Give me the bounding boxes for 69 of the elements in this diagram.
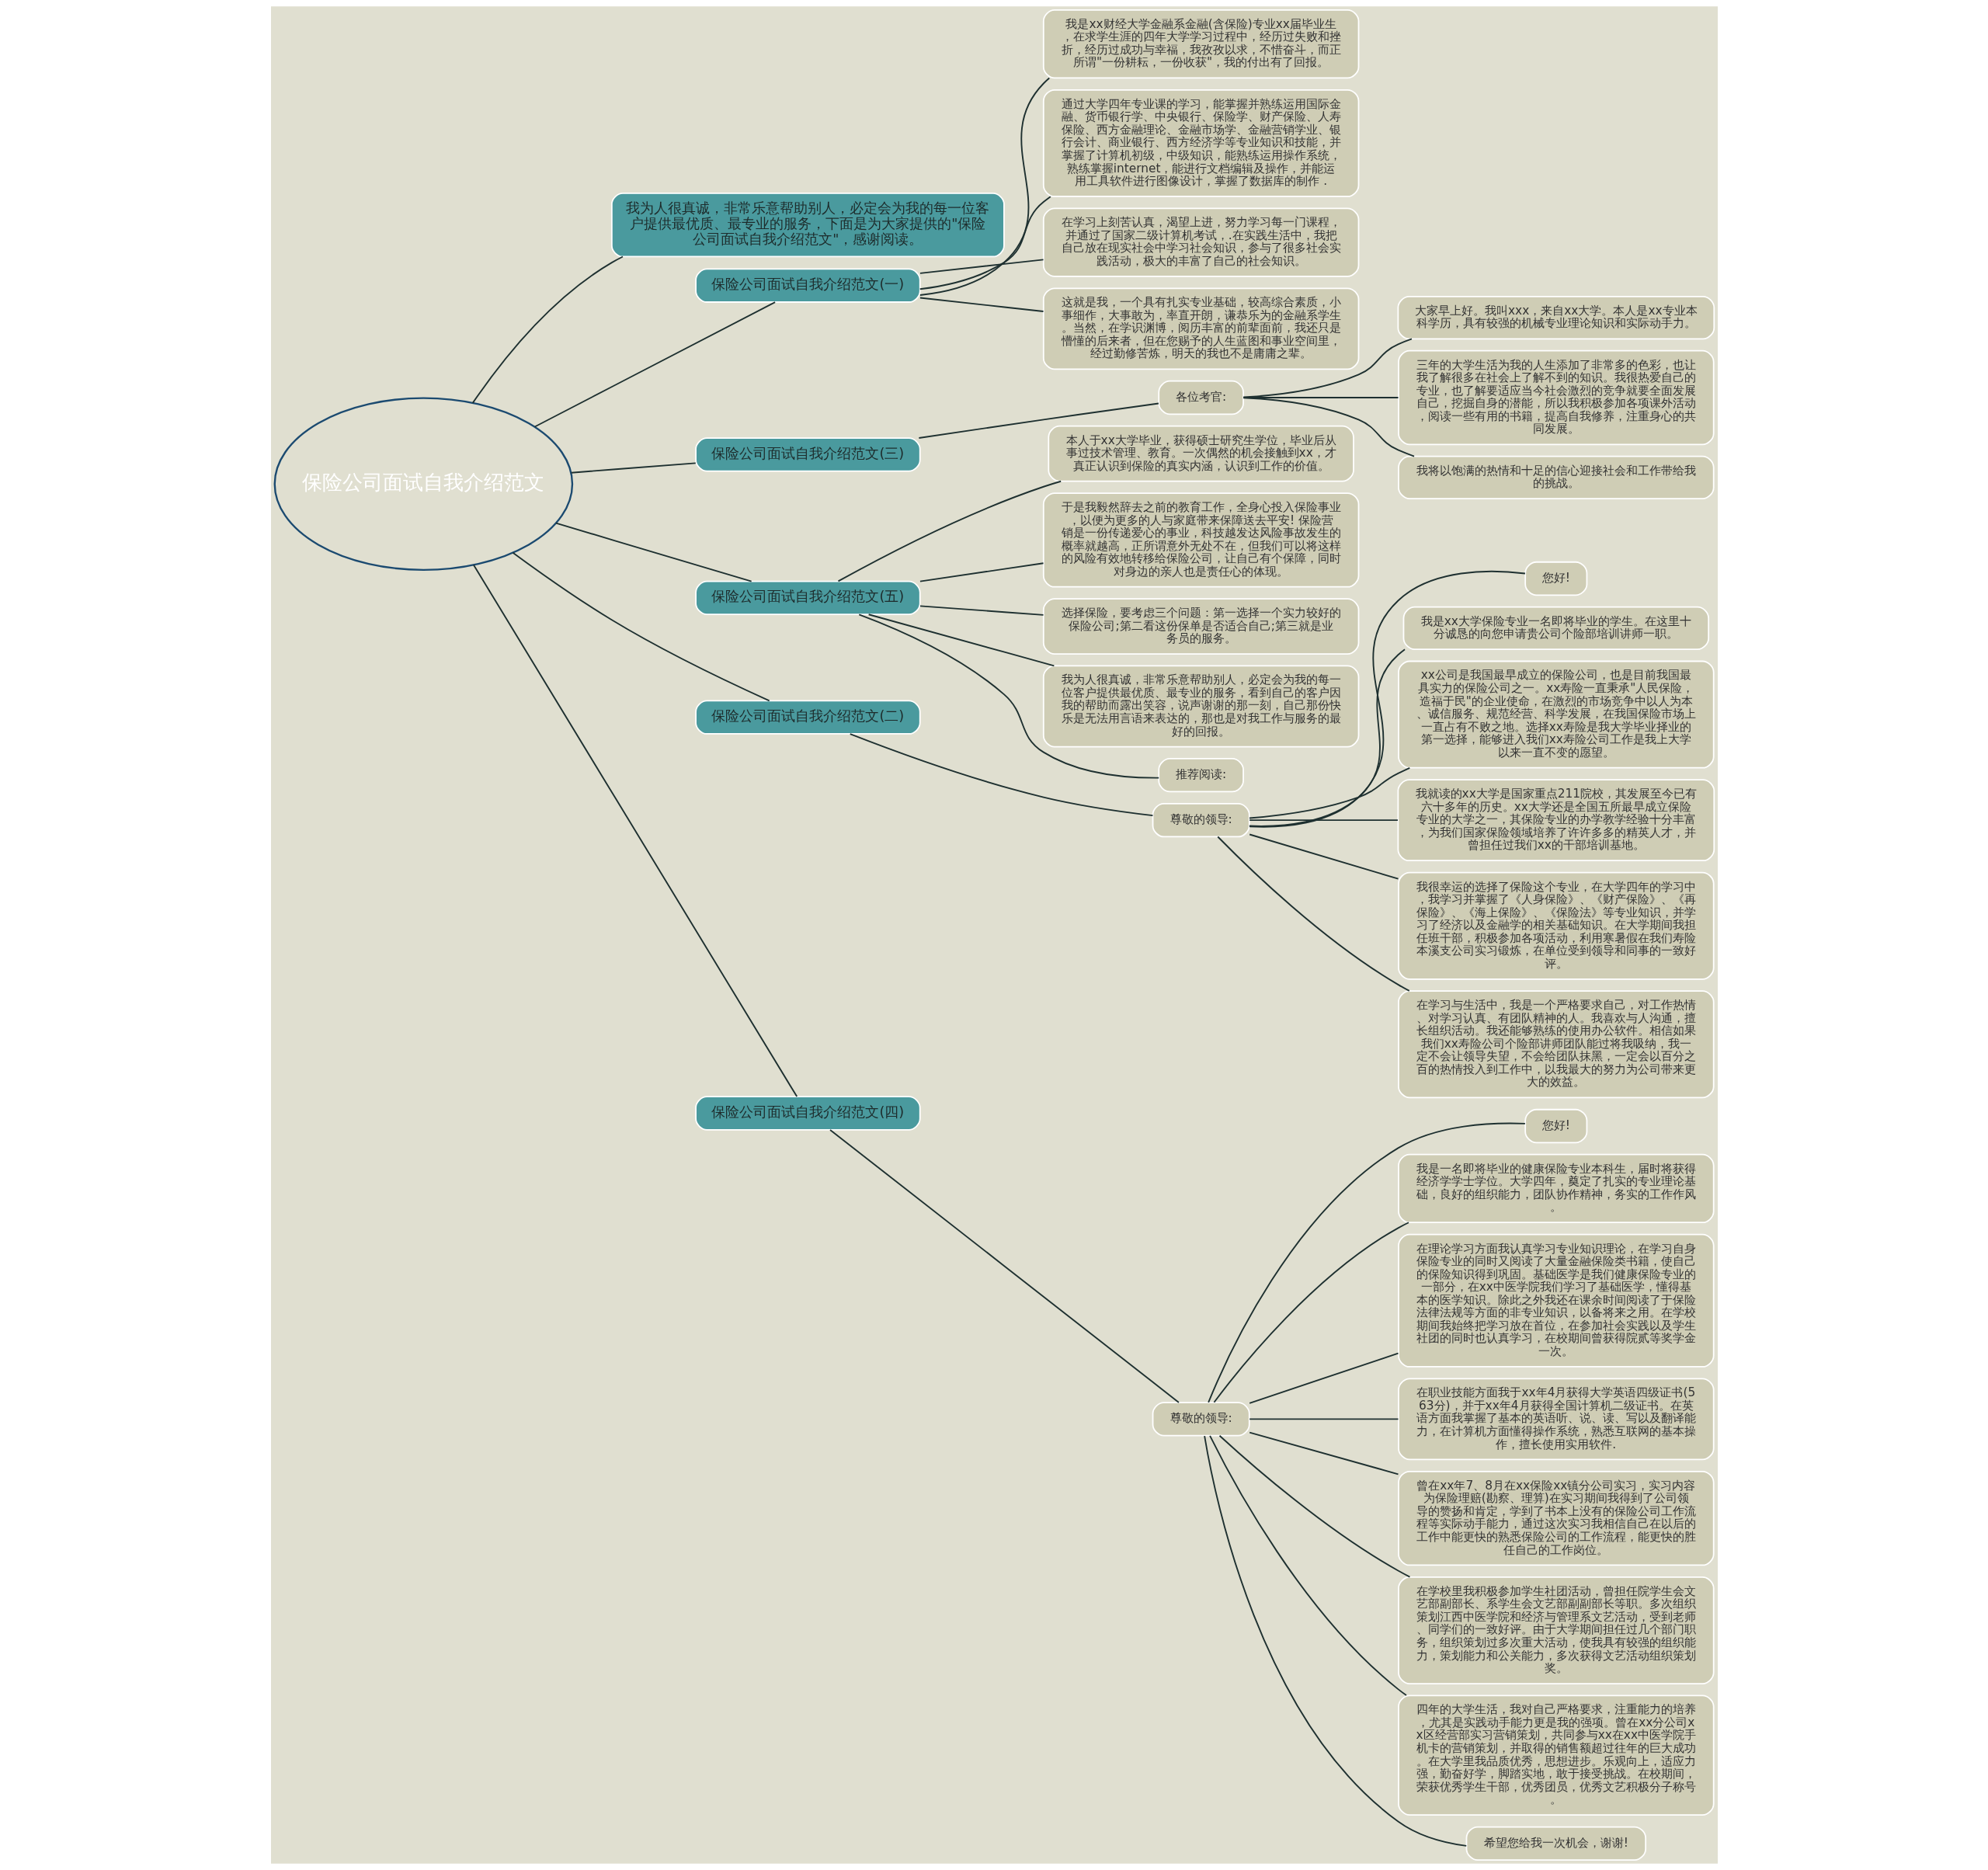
connector — [1208, 1434, 1407, 1696]
node-box: 在职业技能方面我于xx年4月获得大学英语四级证书(563分)，并于xx年4月获得全国计算机二级证书。在英语方面我掌握了基本的英语听、说、读、写以及翻译能力，在计算机方面懂得操作系统，熟悉互联网的基本操作，擅长使用实用软件. — [1397, 1378, 1715, 1461]
node-box: 我很幸运的选择了保险这个专业，在大学四年的学习中，我学习并掌握了《人身保险》、《财产保险》、《再保险》、《海上保险》、《保险法》等专业知识，并学习了经济以及金融学的相关基础知识。在大学期间我担任班干部，积极参加各项活动，利用寒暑假在我们寿险本溪支公司实习锻炼，在单位受到领导和同事的一致好评。 — [1397, 871, 1715, 980]
node-box: 保险公司面试自我介绍范文(三) — [694, 437, 921, 472]
node-box: 我为人很真诚，非常乐意帮助别人，必定会为我的每一位客户提供最优质、最专业的服务，下面是为大家提供的"保险公司面试自我介绍范文"，感谢阅读。 — [610, 192, 1005, 258]
connector — [1248, 819, 1399, 822]
node-box: 通过大学四年专业课的学习，能掌握并熟练运用国际金融、货币银行学、中央银行、保险学、财产保险、人寿保险、西方金融理论、金融市场学、金融营销学业、银行会计、商业银行、西方经济学等专业知识和技能，并掌握了计算机初级，中级知识，能熟练运用操作系统，熟练掌握internet，能进行文档编辑及操作，并能运用工具软件进行图像设计，掌握了数据库的制作 . — [1042, 89, 1359, 197]
connector — [919, 77, 1050, 296]
connector — [1242, 338, 1413, 398]
connector — [919, 196, 1051, 290]
connector — [1248, 1418, 1399, 1420]
node-box: 本人于xx大学毕业，获得硕士研究生学位，毕业后从事过技术管理、教育。一次偶然的机会接触到xx，才真正认识到保险的真实内涵，认识到工作的价值。 — [1047, 425, 1354, 482]
connector — [1218, 1434, 1410, 1578]
node-box: 在理论学习方面我认真学习专业知识理论，在学习自身保险专业的同时又阅读了大量金融保险类书籍，使自己的保险知识得到巩固。基础医学是我们健康保险专业的一部分，在xx中医学院我们学习了基础医学，懂得基本的医学知识。除此之外我还在课余时间阅读了于保险法律法规等方面的非专业知识，以备将来之用。在学校期间我始终把学习放在首位，在参加社会实践以及学生社团的同时也认真学习，在校期间曾获得院贰等奖学金一次。 — [1397, 1233, 1715, 1368]
connector — [837, 480, 1062, 582]
node-box: 尊敬的领导: — [1152, 802, 1250, 838]
node-box: 大家早上好。我叫xxx，来自xx大学。本人是xx专业本科学历，具有较强的机械专业理论知识和实际动手力。 — [1397, 296, 1715, 340]
node-box: 三年的大学生活为我的人生添加了非常多的色彩，也让我了解很多在社会上了解不到的知识。我很热爱自己的专业，也了解要适应当今社会激烈的竞争就要全面发展自己，挖掘自身的潜能，所以我积极参加各项课外活动，阅读一些有用的书籍，提高自我修养，注重身心的共同发展。 — [1397, 349, 1715, 446]
node-box: 我就读的xx大学是国家重点211院校，其发展至今已有六十多年的历史。xx大学还是全国五所最早成立保险专业的大学之一，其保险专业的办学教学经验十分丰富，为我们国家保险领域培养了许许多多的精英人才，并曾担任过我们xx的干部培训基地。 — [1397, 779, 1715, 862]
connector — [1248, 570, 1526, 828]
node-box: xx公司是我国最早成立的保险公司，也是目前我国最具实力的保险公司之一。xx寿险一直秉承"人民保险，造福于民"的企业使命，在激烈的市场竞争中以人为本、诚信服务、规范经营、科学发展，在我国保险市场上一直占有不败之地。选择xx寿险是我大学毕业择业的第一选择，能够进入我们xx寿险公司工作是我上大学以来一直不变的愿望。 — [1397, 660, 1715, 769]
connector — [1242, 397, 1415, 457]
connector — [919, 259, 1044, 274]
node-box: 我将以饱满的热情和十足的信心迎接社会和工作带给我的挑战。 — [1397, 455, 1715, 500]
connector — [471, 255, 624, 404]
node-box: 您好! — [1524, 1108, 1587, 1144]
node-box: 选择保险，要考虑三个问题：第一选择一个实力较好的保险公司;第二看这份保单是否适合自己;第三就是业务员的服务。 — [1042, 598, 1359, 655]
node-box: 保险公司面试自我介绍范文(四) — [694, 1096, 921, 1131]
connector — [554, 522, 752, 582]
connector — [1213, 1222, 1409, 1403]
connector — [919, 297, 1044, 312]
connector — [1203, 1435, 1467, 1847]
connector — [472, 564, 798, 1098]
node-box: 保险公司面试自我介绍范文(五) — [694, 580, 921, 616]
connector — [917, 402, 1159, 439]
connector — [570, 462, 697, 474]
node-box: 四年的大学生活，我对自己严格要求，注重能力的培养，尤其是实践动手能力更是我的强项。曾在xx分公司xx区经营部实习营销策划，共同参与xx在xx中医学院手机卡的营销策划，并取得的销售额超过往年的巨大成功。在大学里我品质优秀，思想进步。乐观向上，适应力强，勤奋好学，脚踏实地，敢于接受挑战。在校期间，荣获优秀学生干部，优秀团员，优秀文艺积极分子称号。 — [1397, 1694, 1715, 1816]
node-box: 在学习与生活中，我是一个严格要求自己，对工作热情、对学习认真、有团队精神的人。我喜欢与人沟通，擅长组织活动。我还能够熟练的使用办公软件。相信如果我们xx寿险公司个险部讲师团队能过将我吸纳，我一定不会让领导失望，不会给团队抹黑，一定会以百分之百的热情投入到工作中，以我最大的努力为公司带来更大的效益。 — [1397, 990, 1715, 1099]
node-box: 在学校里我积极参加学生社团活动，曾担任院学生会文艺部副部长、系学生会文艺部副副部长等职。多次组织策划江西中医学院和经济与管理系文艺活动，受到老师、同学们的一致好评。由于大学期间担任过几个部门职务，组织策划过多次重大活动，使我具有较强的组织能力，策划能力和公关能力，多次获得文艺活动组织策划奖。 — [1397, 1576, 1715, 1684]
connector — [1207, 1122, 1526, 1403]
connector — [1216, 836, 1410, 992]
node-box: 尊敬的领导: — [1152, 1402, 1250, 1437]
connector — [1248, 648, 1406, 827]
node-box: 这就是我，一个具有扎实专业基础，较高综合素质，小事细作，大事敢为，率直开朗，谦恭乐为的金融系学生。当然，在学识渊博，阅历丰富的前辈面前，我还只是懵懂的后来者，但在您赐予的人生蓝图和事业空间里，经过勤修苦炼，明天的我也不是庸庸之辈。 — [1042, 287, 1359, 370]
connector — [533, 301, 776, 428]
node-box: 我为人很真诚，非常乐意帮助别人，必定会为我的每一位客户提供最优质、最专业的服务，看到自己的客户因我的帮助而露出笑容，说声谢谢的那一刻，自己那份快乐是无法用言语来表达的，那也是对我工作与服务的最好的回报。 — [1042, 665, 1359, 748]
connector — [857, 613, 1159, 779]
node-box: 希望您给我一次机会，谢谢! — [1465, 1826, 1646, 1861]
connector — [512, 551, 770, 702]
node-box: 推荐阅读: — [1157, 758, 1244, 793]
node-box: 我是一名即将毕业的健康保险专业本科生，届时将获得经济学学士学位。大学四年，奠定了扎实的专业理论基础，良好的组织能力，团队协作精神，务实的工作作风。 — [1397, 1153, 1715, 1224]
node-box: 我是xx财经大学金融系金融(含保险)专业xx届毕业生，在求学生涯的四年大学学习过程中，经历过失败和挫折，经历过成功与幸福，我孜孜以求，不惜奋斗，而正所谓"一份耕耘，一份收获"，我的付出有了回报。 — [1042, 9, 1359, 79]
connector — [1248, 833, 1399, 880]
node-box: 在学习上刻苦认真，渴望上进，努力学习每一门课程，并通过了国家二级计算机考试，.在实践生活中，我把自己放在现实社会中学习社会知识，参与了很多社会实践活动，极大的丰富了自己的社会知识。 — [1042, 207, 1359, 277]
node-box: 我是xx大学保险专业一名即将毕业的学生。在这里十分诚恳的向您申请贵公司个险部培训讲师一职。 — [1402, 606, 1709, 650]
node-box: 各位考官: — [1157, 380, 1244, 415]
node-box: 于是我毅然辞去之前的教育工作，全身心投入保险事业，以便为更多的人与家庭带来保障送去平安! 保险营销是一份传递爱心的事业，科技越发达风险事故发生的概率就越高，正所谓意外无处不在，但我们可以将这样的风险有效地转移给保险公司，让自己有个保障，同时对身边的亲人也是责任心的体现。 — [1042, 492, 1359, 588]
node-box: 保险公司面试自我介绍范文(二) — [694, 700, 921, 735]
connector — [1248, 1352, 1399, 1404]
node-box: 您好! — [1524, 561, 1587, 596]
connector — [849, 733, 1153, 817]
connector — [1248, 1431, 1399, 1475]
connector — [1248, 766, 1410, 819]
node-box: 保险公司面试自我介绍范文(一) — [694, 268, 921, 303]
connector — [919, 605, 1044, 616]
node-box: 曾在xx年7、8月在xx保险xx镇分公司实习，实习内容为保险理赔(勘察、理算)在实习期间我得到了公司领导的赞扬和肯定，学到了书本上没有的保险公司工作流程等实际动手能力，通过这次实习我相信自己在以后的工作中能更快的熟悉保险公司的工作流程，能更快的胜任自己的工作岗位。 — [1397, 1470, 1715, 1566]
connector — [867, 613, 1055, 667]
connector — [829, 1129, 1180, 1403]
connector — [919, 562, 1044, 582]
